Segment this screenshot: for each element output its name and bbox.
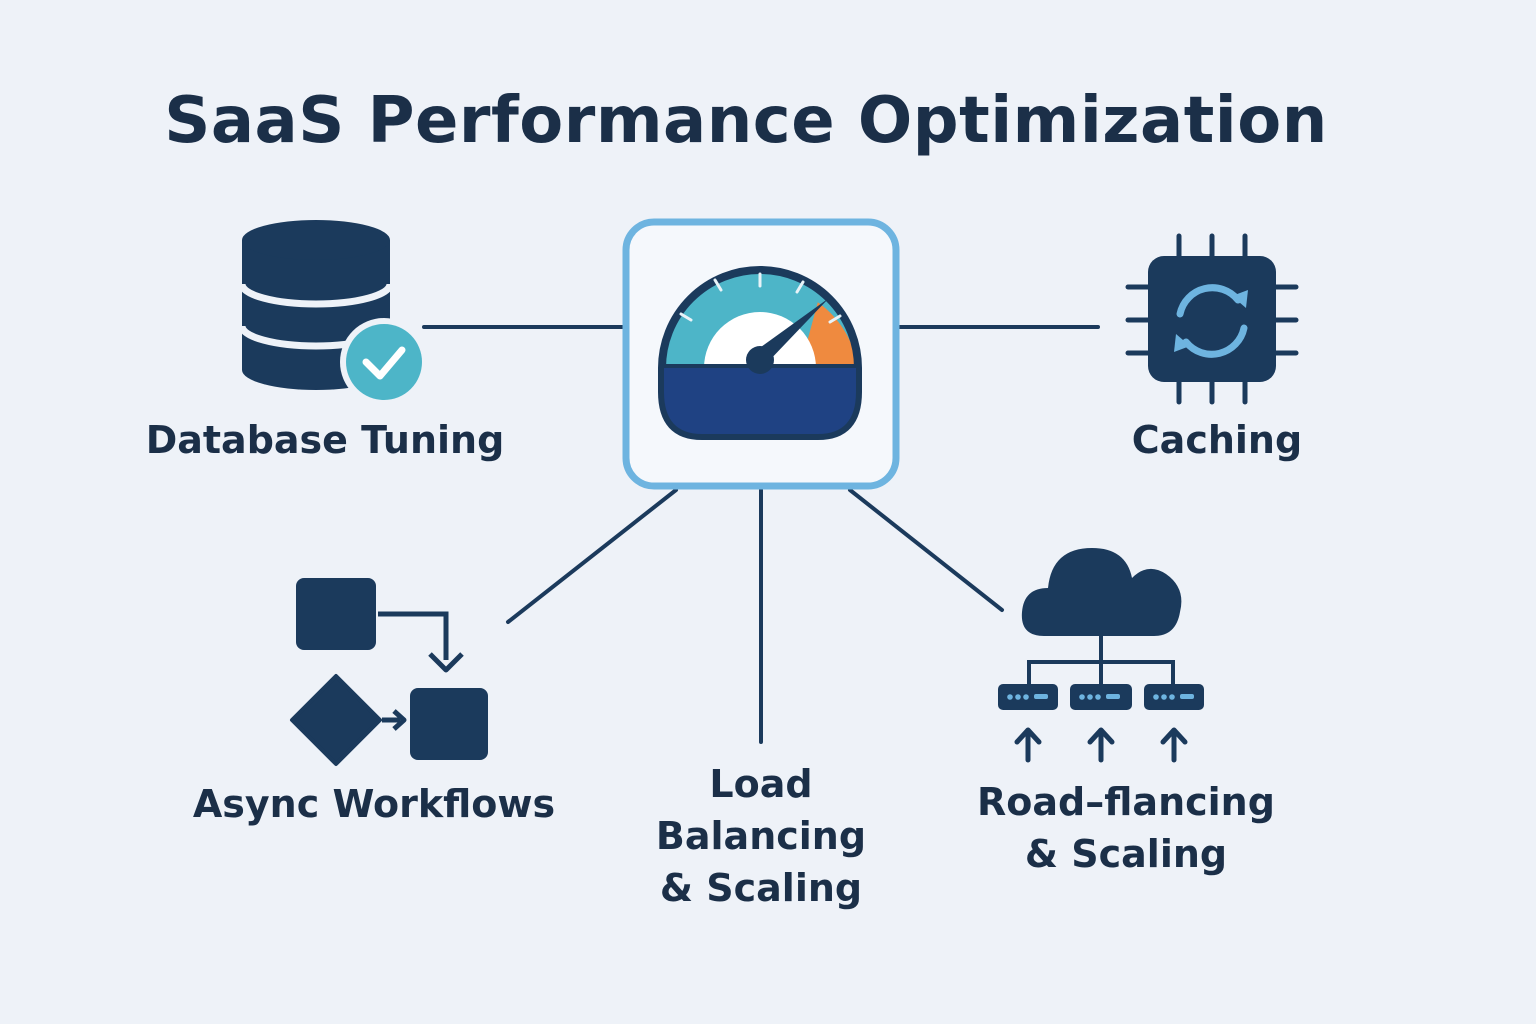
connector-async bbox=[506, 488, 678, 624]
cloud-scaling-label: Road–flancing & Scaling bbox=[951, 776, 1301, 880]
load-balancing-label-line-1: Load bbox=[709, 762, 813, 806]
database-check-icon bbox=[238, 220, 428, 406]
hub-box bbox=[622, 218, 900, 490]
load-balancing-label: Load Balancing & Scaling bbox=[611, 758, 911, 914]
workflow-flowchart-icon bbox=[290, 578, 488, 766]
load-balancing-label-line-3: & Scaling bbox=[659, 866, 863, 910]
speedometer-gauge-icon bbox=[658, 266, 862, 440]
diagram-title: SaaS Performance Optimization bbox=[164, 84, 1328, 158]
cloud-scaling-label-line-1: Road–flancing bbox=[977, 780, 1275, 824]
database-tuning-label: Database Tuning bbox=[145, 418, 505, 462]
cloud-server-network-icon bbox=[998, 548, 1204, 763]
caching-label: Caching bbox=[1131, 418, 1303, 462]
cpu-chip-refresh-icon bbox=[1125, 233, 1299, 405]
async-workflows-label: Async Workflows bbox=[192, 782, 556, 826]
connector-cloud-scaling bbox=[848, 488, 1004, 612]
cloud-scaling-label-line-2: & Scaling bbox=[1024, 832, 1228, 876]
load-balancing-label-line-2: Balancing bbox=[655, 814, 867, 858]
connectors bbox=[422, 325, 1100, 744]
